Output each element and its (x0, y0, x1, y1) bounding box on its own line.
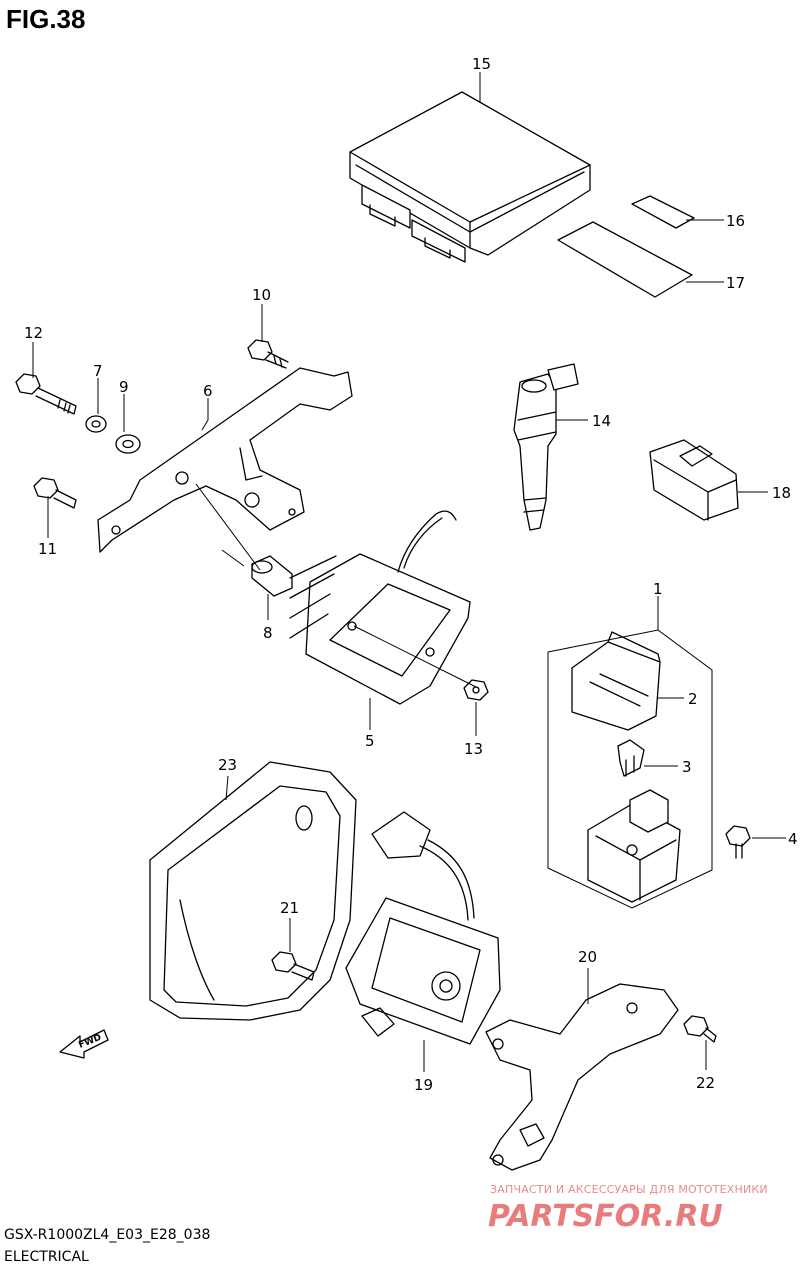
part-number-10: 10 (252, 286, 271, 304)
regulator-rectifier-5[interactable] (289, 510, 471, 705)
part-number-23: 23 (218, 756, 237, 774)
part-number-9: 9 (119, 378, 129, 396)
part-number-11: 11 (38, 540, 57, 558)
diagram-section-name: ELECTRICAL (4, 1249, 89, 1265)
bolt-11[interactable] (33, 477, 77, 509)
bolt-22[interactable] (683, 1015, 717, 1043)
part-number-22: 22 (696, 1074, 715, 1092)
part-number-18: 18 (772, 484, 791, 502)
ignition-coil-14[interactable] (513, 363, 579, 531)
part-number-15: 15 (472, 55, 491, 73)
ecm-pad-large[interactable] (557, 221, 693, 298)
bolt-12[interactable] (15, 373, 77, 415)
fwd-direction-arrow: FWD (59, 1029, 109, 1059)
part-number-21: 21 (280, 899, 299, 917)
part-number-8: 8 (263, 624, 273, 642)
bolt-21[interactable] (271, 951, 315, 981)
part-number-labels: 15 16 17 10 12 7 9 6 11 8 5 13 14 18 1 2… (24, 55, 798, 1094)
part-number-17: 17 (726, 274, 745, 292)
part-number-4: 4 (788, 830, 798, 848)
fuse-3[interactable] (617, 739, 645, 777)
watermark-tagline: ЗАПЧАСТИ И АКСЕССУАРЫ ДЛЯ МОТОТЕХНИКИ (490, 1183, 768, 1196)
part-number-5: 5 (365, 732, 375, 750)
bracket-6[interactable] (97, 367, 353, 553)
part-number-16: 16 (726, 212, 745, 230)
diagram-code: GSX-R1000ZL4_E03_E28_038 (4, 1227, 211, 1243)
tip-over-sensor-19[interactable] (345, 811, 501, 1045)
bracket-20[interactable] (485, 983, 679, 1171)
ecm-pad-small[interactable] (631, 195, 695, 229)
part-number-1: 1 (653, 580, 663, 598)
watermark-logo: PARTSFOR.RU (488, 1199, 723, 1234)
washer-7[interactable] (85, 415, 107, 433)
screw-4[interactable] (725, 825, 751, 859)
leader-lines (32, 72, 786, 1072)
part-number-14: 14 (592, 412, 611, 430)
part-number-13: 13 (464, 740, 483, 758)
relay-cover-2[interactable] (571, 631, 661, 731)
starter-relay[interactable] (587, 789, 681, 903)
connector-18[interactable] (649, 439, 739, 521)
part-number-7: 7 (93, 362, 103, 380)
spacer-8[interactable] (251, 555, 293, 597)
grommet-9[interactable] (115, 434, 141, 454)
part-number-6: 6 (203, 382, 213, 400)
bolt-10[interactable] (247, 339, 289, 369)
part-number-2: 2 (688, 690, 698, 708)
part-number-19: 19 (414, 1076, 433, 1094)
part-number-20: 20 (578, 948, 597, 966)
part-number-12: 12 (24, 324, 43, 342)
cover-23[interactable] (149, 761, 357, 1021)
nut-13[interactable] (463, 679, 489, 701)
ecm-unit[interactable] (349, 91, 591, 263)
figure-title: FIG.38 (6, 4, 86, 34)
part-number-3: 3 (682, 758, 692, 776)
